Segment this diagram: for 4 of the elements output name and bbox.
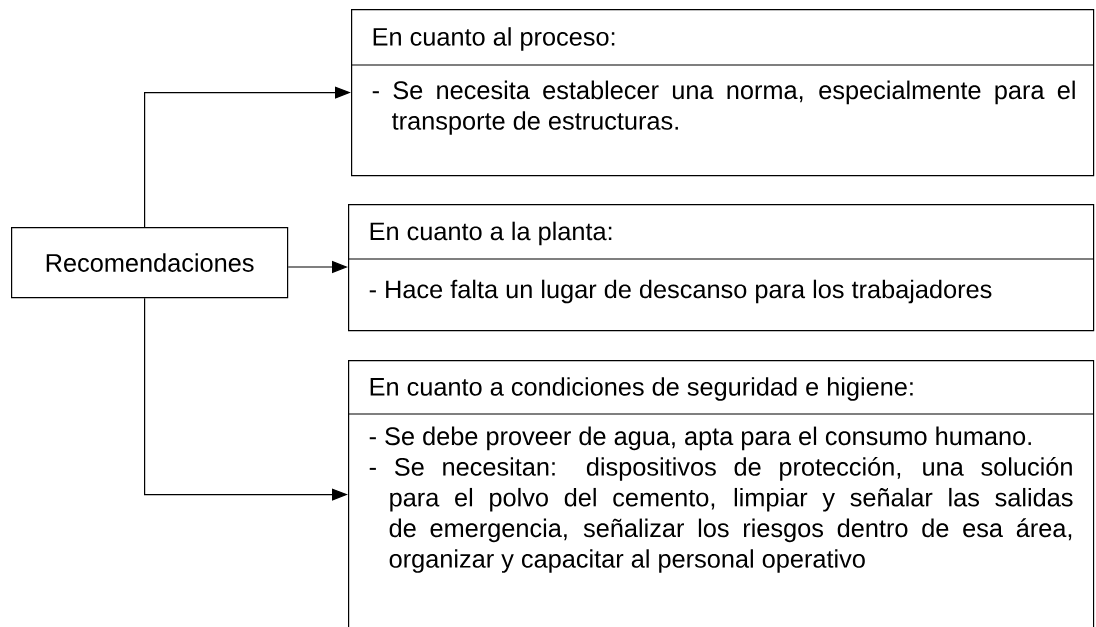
text-box: En cuanto a la planta: - Hace falta un lugar de descanso para los trabajadores — [347, 204, 1095, 332]
text-box: En cuanto a condiciones de seguridad e higiene: - Se debe proveer de agua, apta para el consumo humano. - Se necesitan: dispositivos de protección, una solución para el polvo del cemento, limpiar y señalar las salidas de emergencia, señalizar los riesgos dentro de esa área, organizar y capacitar al personal operativo — [347, 360, 1095, 627]
text-box: Recomendaciones — [11, 227, 289, 299]
text-box: En cuanto al proceso: - Se necesita establecer una norma, especialmente para el transporte de estructuras. — [350, 9, 1095, 177]
